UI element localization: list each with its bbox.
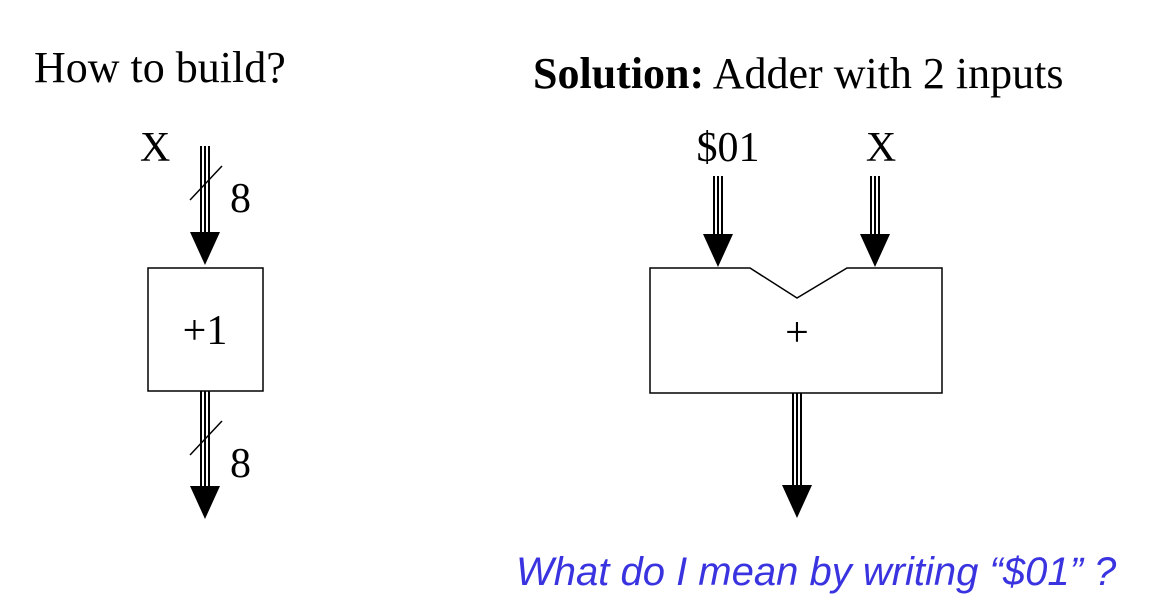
right-heading: Solution: Adder with 2 inputs [533, 52, 1064, 96]
input-bus-x-right [870, 176, 880, 234]
increment-block [147, 267, 264, 392]
left-input-width: 8 [230, 176, 251, 222]
increment-label: +1 [183, 308, 228, 354]
left-output-width: 8 [230, 441, 251, 487]
input-arrowhead [190, 232, 220, 265]
input-01-arrowhead [703, 234, 733, 267]
increment-diagram: X 8 +1 8 [140, 125, 264, 519]
left-input-label: X [140, 125, 170, 171]
adder-diagram: X 8 +1 8 $01 X + [140, 125, 943, 519]
solution-label: Solution: [533, 49, 705, 98]
bus-width-slash-top [189, 165, 223, 201]
adder-output-bus [792, 393, 802, 485]
adder-plus-label: + [785, 310, 809, 356]
bus-width-slash-bottom [189, 420, 223, 456]
left-heading: How to build? [34, 43, 286, 92]
input-x-arrowhead [860, 234, 890, 267]
input-x-label: X [866, 125, 896, 171]
output-arrowhead [190, 486, 220, 519]
adder-two-inputs: $01 X + [649, 125, 943, 518]
input-bus-x [200, 146, 210, 232]
input-01-label: $01 [697, 125, 760, 171]
adder-block [649, 267, 943, 394]
input-bus-01 [713, 176, 723, 234]
footer-question: What do I mean by writing “$01” ? [516, 550, 1117, 594]
adder-output-arrowhead [782, 485, 812, 518]
solution-text: Adder with 2 inputs [704, 49, 1064, 98]
